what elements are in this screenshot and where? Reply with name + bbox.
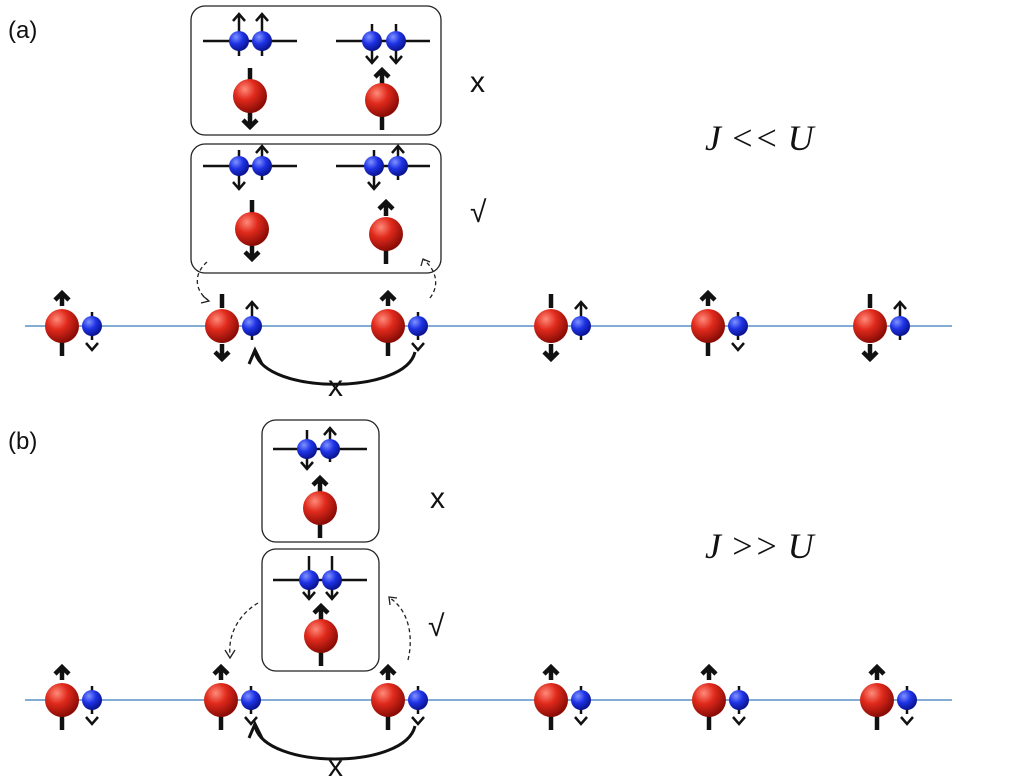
lattice-site (204, 663, 261, 730)
box-state (203, 12, 297, 131)
panel-a-label: (a) (8, 17, 37, 44)
lattice-site (691, 289, 748, 356)
lattice-site (45, 289, 102, 356)
box-state (203, 144, 297, 263)
forbidden-mark-a: x (470, 66, 485, 99)
condition-a: J << U (705, 118, 816, 158)
dashed-arrow-left-b (229, 602, 259, 656)
allowed-mark-a: √ (470, 196, 487, 229)
state-box-bottom-b (261, 548, 380, 672)
state-box-top-a (190, 5, 442, 136)
panel-a: (a) x √ J << U x (8, 5, 952, 403)
hop-forbidden-mark-a: x (328, 370, 343, 403)
hopping-arc-a (253, 351, 417, 386)
lattice-site (45, 663, 102, 730)
hop-forbidden-mark-b: x (328, 750, 343, 777)
condition-b: J >> U (705, 526, 816, 566)
lattice-site (534, 294, 591, 363)
dashed-arrow-right-a (423, 259, 437, 299)
box-state (336, 24, 430, 130)
lattice-site (371, 289, 428, 356)
lattice-site (205, 294, 262, 363)
panel-b: (b) x √ J >> U x (8, 419, 952, 777)
dashed-arrow-left-a (196, 261, 209, 301)
lattice-site (860, 663, 917, 730)
hopping-arc-b (253, 725, 417, 761)
lattice-site (692, 663, 749, 730)
lattice-site (534, 663, 591, 730)
dashed-arrow-right-b (389, 597, 411, 661)
forbidden-mark-b: x (430, 482, 445, 515)
state-box-top-b (261, 419, 380, 543)
box-state (336, 144, 430, 264)
panel-b-label: (b) (8, 428, 37, 455)
allowed-mark-b: √ (428, 610, 445, 643)
box-state (273, 426, 367, 538)
box-state (273, 556, 367, 666)
lattice-site (853, 294, 910, 363)
state-box-bottom-a (190, 143, 442, 274)
lattice-site (371, 663, 428, 730)
